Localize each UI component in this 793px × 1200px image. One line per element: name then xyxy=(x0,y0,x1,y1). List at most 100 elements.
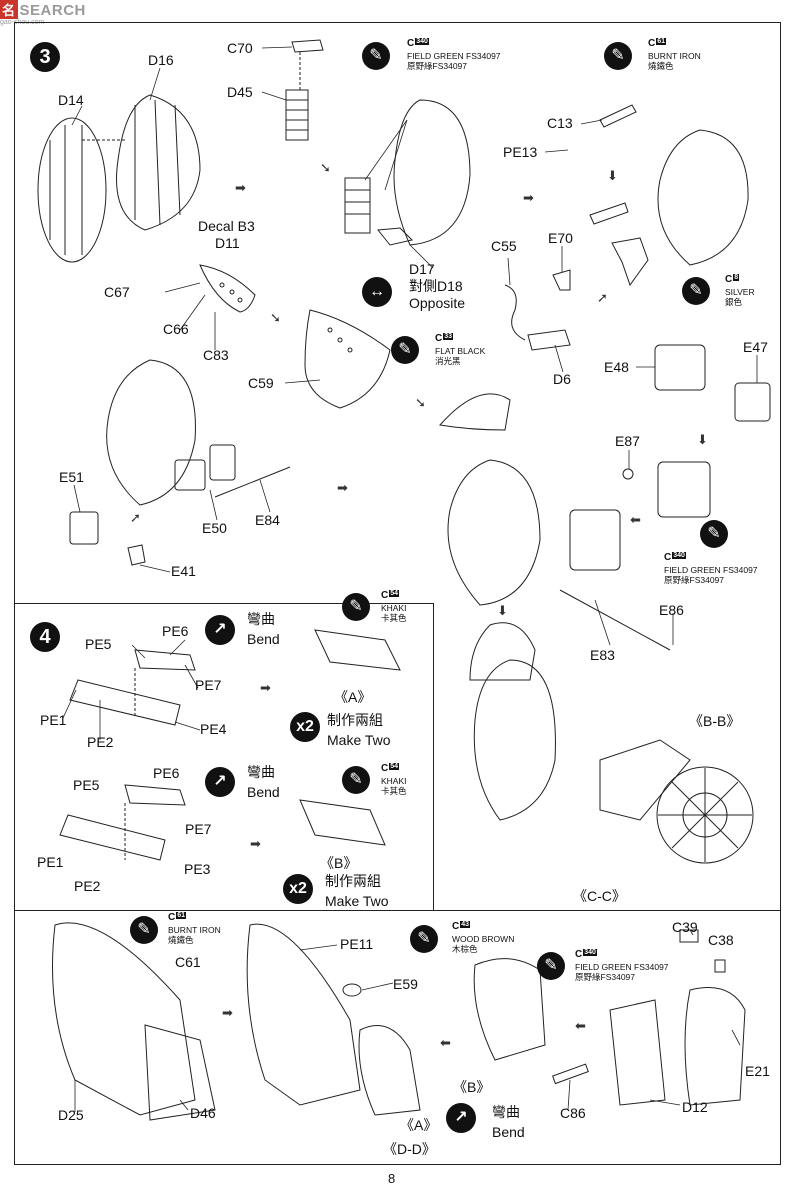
cc-assembly xyxy=(469,622,754,864)
bend-arrow-icon: ↗ xyxy=(446,1103,476,1133)
color-name-zh: 燒鐵色 xyxy=(648,61,674,71)
page-number: 8 xyxy=(388,1171,396,1186)
bend-en: Bend xyxy=(247,631,280,647)
part-label: PE5 xyxy=(85,636,112,652)
color-name-en: BURNT IRON xyxy=(168,925,221,935)
part-label: PE1 xyxy=(37,854,64,870)
paint-brush-icon: ✎ xyxy=(682,277,710,305)
part-label: PE2 xyxy=(87,734,114,750)
step-arrow-icon: ⬇ xyxy=(607,168,618,183)
part-label: C70 xyxy=(227,40,253,56)
step-arrow-icon: ➚ xyxy=(130,510,141,525)
part-label: D46 xyxy=(190,1105,216,1121)
pe-parts-b xyxy=(59,784,386,861)
step-arrow-icon: ➡ xyxy=(337,480,348,495)
color-name-en: FIELD GREEN FS34097 xyxy=(664,565,758,575)
step-arrow-icon: ➡ xyxy=(260,680,271,695)
color-name-en: KHAKI xyxy=(381,776,407,786)
part-label: C61 xyxy=(175,954,201,970)
watermark-text: SEARCH xyxy=(19,2,86,19)
bulkhead-d16 xyxy=(82,94,201,231)
paint-brush-icon: ✎ xyxy=(410,925,438,953)
part-label: PE6 xyxy=(162,623,189,639)
color-name-zh: 燒鐵色 xyxy=(168,935,194,945)
part-label: C59 xyxy=(248,375,274,391)
part-label: PE2 xyxy=(74,878,101,894)
step-arrow-icon: ➡ xyxy=(222,1005,233,1020)
part-label: C86 xyxy=(560,1105,586,1121)
part-label: C83 xyxy=(203,347,229,363)
make-two-badge: x2 xyxy=(290,712,320,742)
part-label: C67 xyxy=(104,284,130,300)
step-arrow-icon: ⬇ xyxy=(497,603,508,618)
part-label: D17 xyxy=(409,261,435,277)
divider-step4-top xyxy=(14,603,434,605)
color-name-en: BURNT IRON xyxy=(648,51,701,61)
make-two-zh: 制作兩組 xyxy=(325,873,381,889)
part-label: E87 xyxy=(615,433,640,449)
page-frame xyxy=(14,22,781,1165)
step-arrow-icon: ➘ xyxy=(415,395,426,410)
part-label: PE3 xyxy=(184,861,211,877)
color-name-en: WOOD BROWN xyxy=(452,934,515,944)
view-label: 《B》 xyxy=(453,1079,491,1095)
bulkhead-main-1 xyxy=(344,99,471,246)
part-c13-bulkhead xyxy=(589,104,749,287)
part-label: E59 xyxy=(393,976,418,992)
bend-zh: 彎曲 xyxy=(247,764,275,780)
color-name-zh: 卡其色 xyxy=(381,613,407,623)
part-label: E21 xyxy=(745,1063,770,1079)
color-name-zh: 原野綠FS34097 xyxy=(407,61,467,71)
paint-brush-icon: ✎ xyxy=(362,42,390,70)
part-label: D25 xyxy=(58,1107,84,1123)
leader-lines xyxy=(62,46,758,1112)
view-label: 《A》 xyxy=(400,1117,438,1133)
opposite-zh: 對側D18 xyxy=(409,278,463,294)
paint-brush-icon: ✎ xyxy=(342,766,370,794)
part-label: PE4 xyxy=(200,721,227,737)
part-label: PE5 xyxy=(73,777,100,793)
step-arrow-icon: ⬅ xyxy=(630,512,641,527)
view-label: 《D-D》 xyxy=(383,1141,436,1157)
divider-step4-right xyxy=(433,603,435,911)
part-label: Decal B3 xyxy=(198,218,255,234)
part-label: E83 xyxy=(590,647,615,663)
color-name-zh: 銀色 xyxy=(725,297,743,307)
paint-brush-icon: ✎ xyxy=(700,520,728,548)
part-label: PE7 xyxy=(185,821,212,837)
divider-bottom xyxy=(14,910,781,912)
step-arrow-icon: ⬇ xyxy=(697,432,708,447)
color-name-zh: 原野綠FS34097 xyxy=(575,972,635,982)
bend-arrow-icon: ↗ xyxy=(205,767,235,797)
paint-brush-icon: ✎ xyxy=(604,42,632,70)
part-label: D14 xyxy=(58,92,84,108)
part-label: D45 xyxy=(227,84,253,100)
part-label: E41 xyxy=(171,563,196,579)
part-label: C13 xyxy=(547,115,573,131)
bend-en: Bend xyxy=(247,784,280,800)
part-label: E51 xyxy=(59,469,84,485)
part-label: C55 xyxy=(491,238,517,254)
part-label: D16 xyxy=(148,52,174,68)
part-label: PE6 xyxy=(153,765,180,781)
bulkhead-d14 xyxy=(37,117,107,263)
part-label: E47 xyxy=(743,339,768,355)
color-name-en: FIELD GREEN FS34097 xyxy=(407,51,501,61)
bend-zh: 彎曲 xyxy=(492,1104,520,1120)
step-arrow-icon: ⬅ xyxy=(575,1018,586,1033)
step-4-badge: 4 xyxy=(30,622,60,652)
step-arrow-icon: ➘ xyxy=(320,160,331,175)
color-name-zh: 原野綠FS34097 xyxy=(664,575,724,585)
make-two-en: Make Two xyxy=(327,732,391,748)
part-label: D12 xyxy=(682,1099,708,1115)
step-arrow-icon: ⬅ xyxy=(440,1035,451,1050)
make-two-zh: 制作兩組 xyxy=(327,712,383,728)
part-label: PE13 xyxy=(503,144,538,160)
